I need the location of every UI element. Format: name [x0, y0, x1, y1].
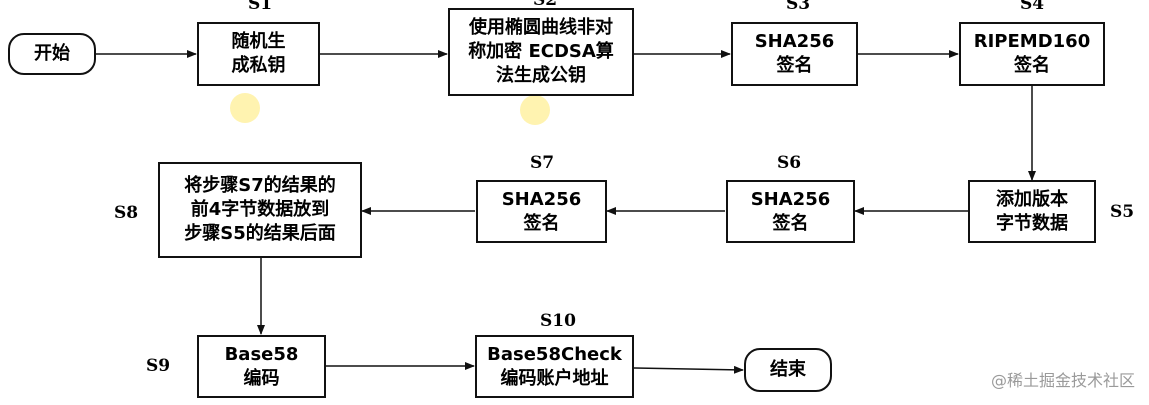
s2-node[interactable]: 使用椭圆曲线非对 称加密 ECDSA算 法生成公钥 [448, 8, 634, 96]
s3-node[interactable]: SHA256 签名 [731, 22, 858, 86]
step-label-s6: S6 [777, 153, 802, 173]
s5-node[interactable]: 添加版本 字节数据 [968, 180, 1096, 243]
step-label-s2: S2 [533, 0, 558, 10]
end-node[interactable]: 结束 [744, 348, 832, 392]
start-node[interactable]: 开始 [8, 33, 96, 75]
step-label-s1: S1 [248, 0, 273, 14]
step-label-s10: S10 [540, 311, 576, 331]
s1-node[interactable]: 随机生 成私钥 [197, 22, 320, 86]
s8-node[interactable]: 将步骤S7的结果的 前4字节数据放到 步骤S5的结果后面 [158, 162, 362, 258]
arrow-s10-end [633, 365, 744, 374]
step-label-s8: S8 [114, 203, 139, 223]
highlight-dot [520, 95, 550, 125]
s4-node[interactable]: RIPEMD160 签名 [959, 22, 1105, 86]
watermark: @稀土掘金技术社区 [990, 371, 1135, 390]
s6-node[interactable]: SHA256 签名 [726, 180, 855, 243]
step-label-s3: S3 [786, 0, 811, 14]
step-label-s5: S5 [1110, 202, 1135, 222]
step-label-s9: S9 [146, 356, 171, 376]
step-label-s7: S7 [530, 153, 555, 173]
s9-node[interactable]: Base58 编码 [197, 335, 326, 398]
s10-node[interactable]: Base58Check 编码账户地址 [475, 335, 634, 398]
s7-node[interactable]: SHA256 签名 [476, 180, 607, 243]
highlight-dot [230, 93, 260, 123]
step-label-s4: S4 [1020, 0, 1045, 14]
